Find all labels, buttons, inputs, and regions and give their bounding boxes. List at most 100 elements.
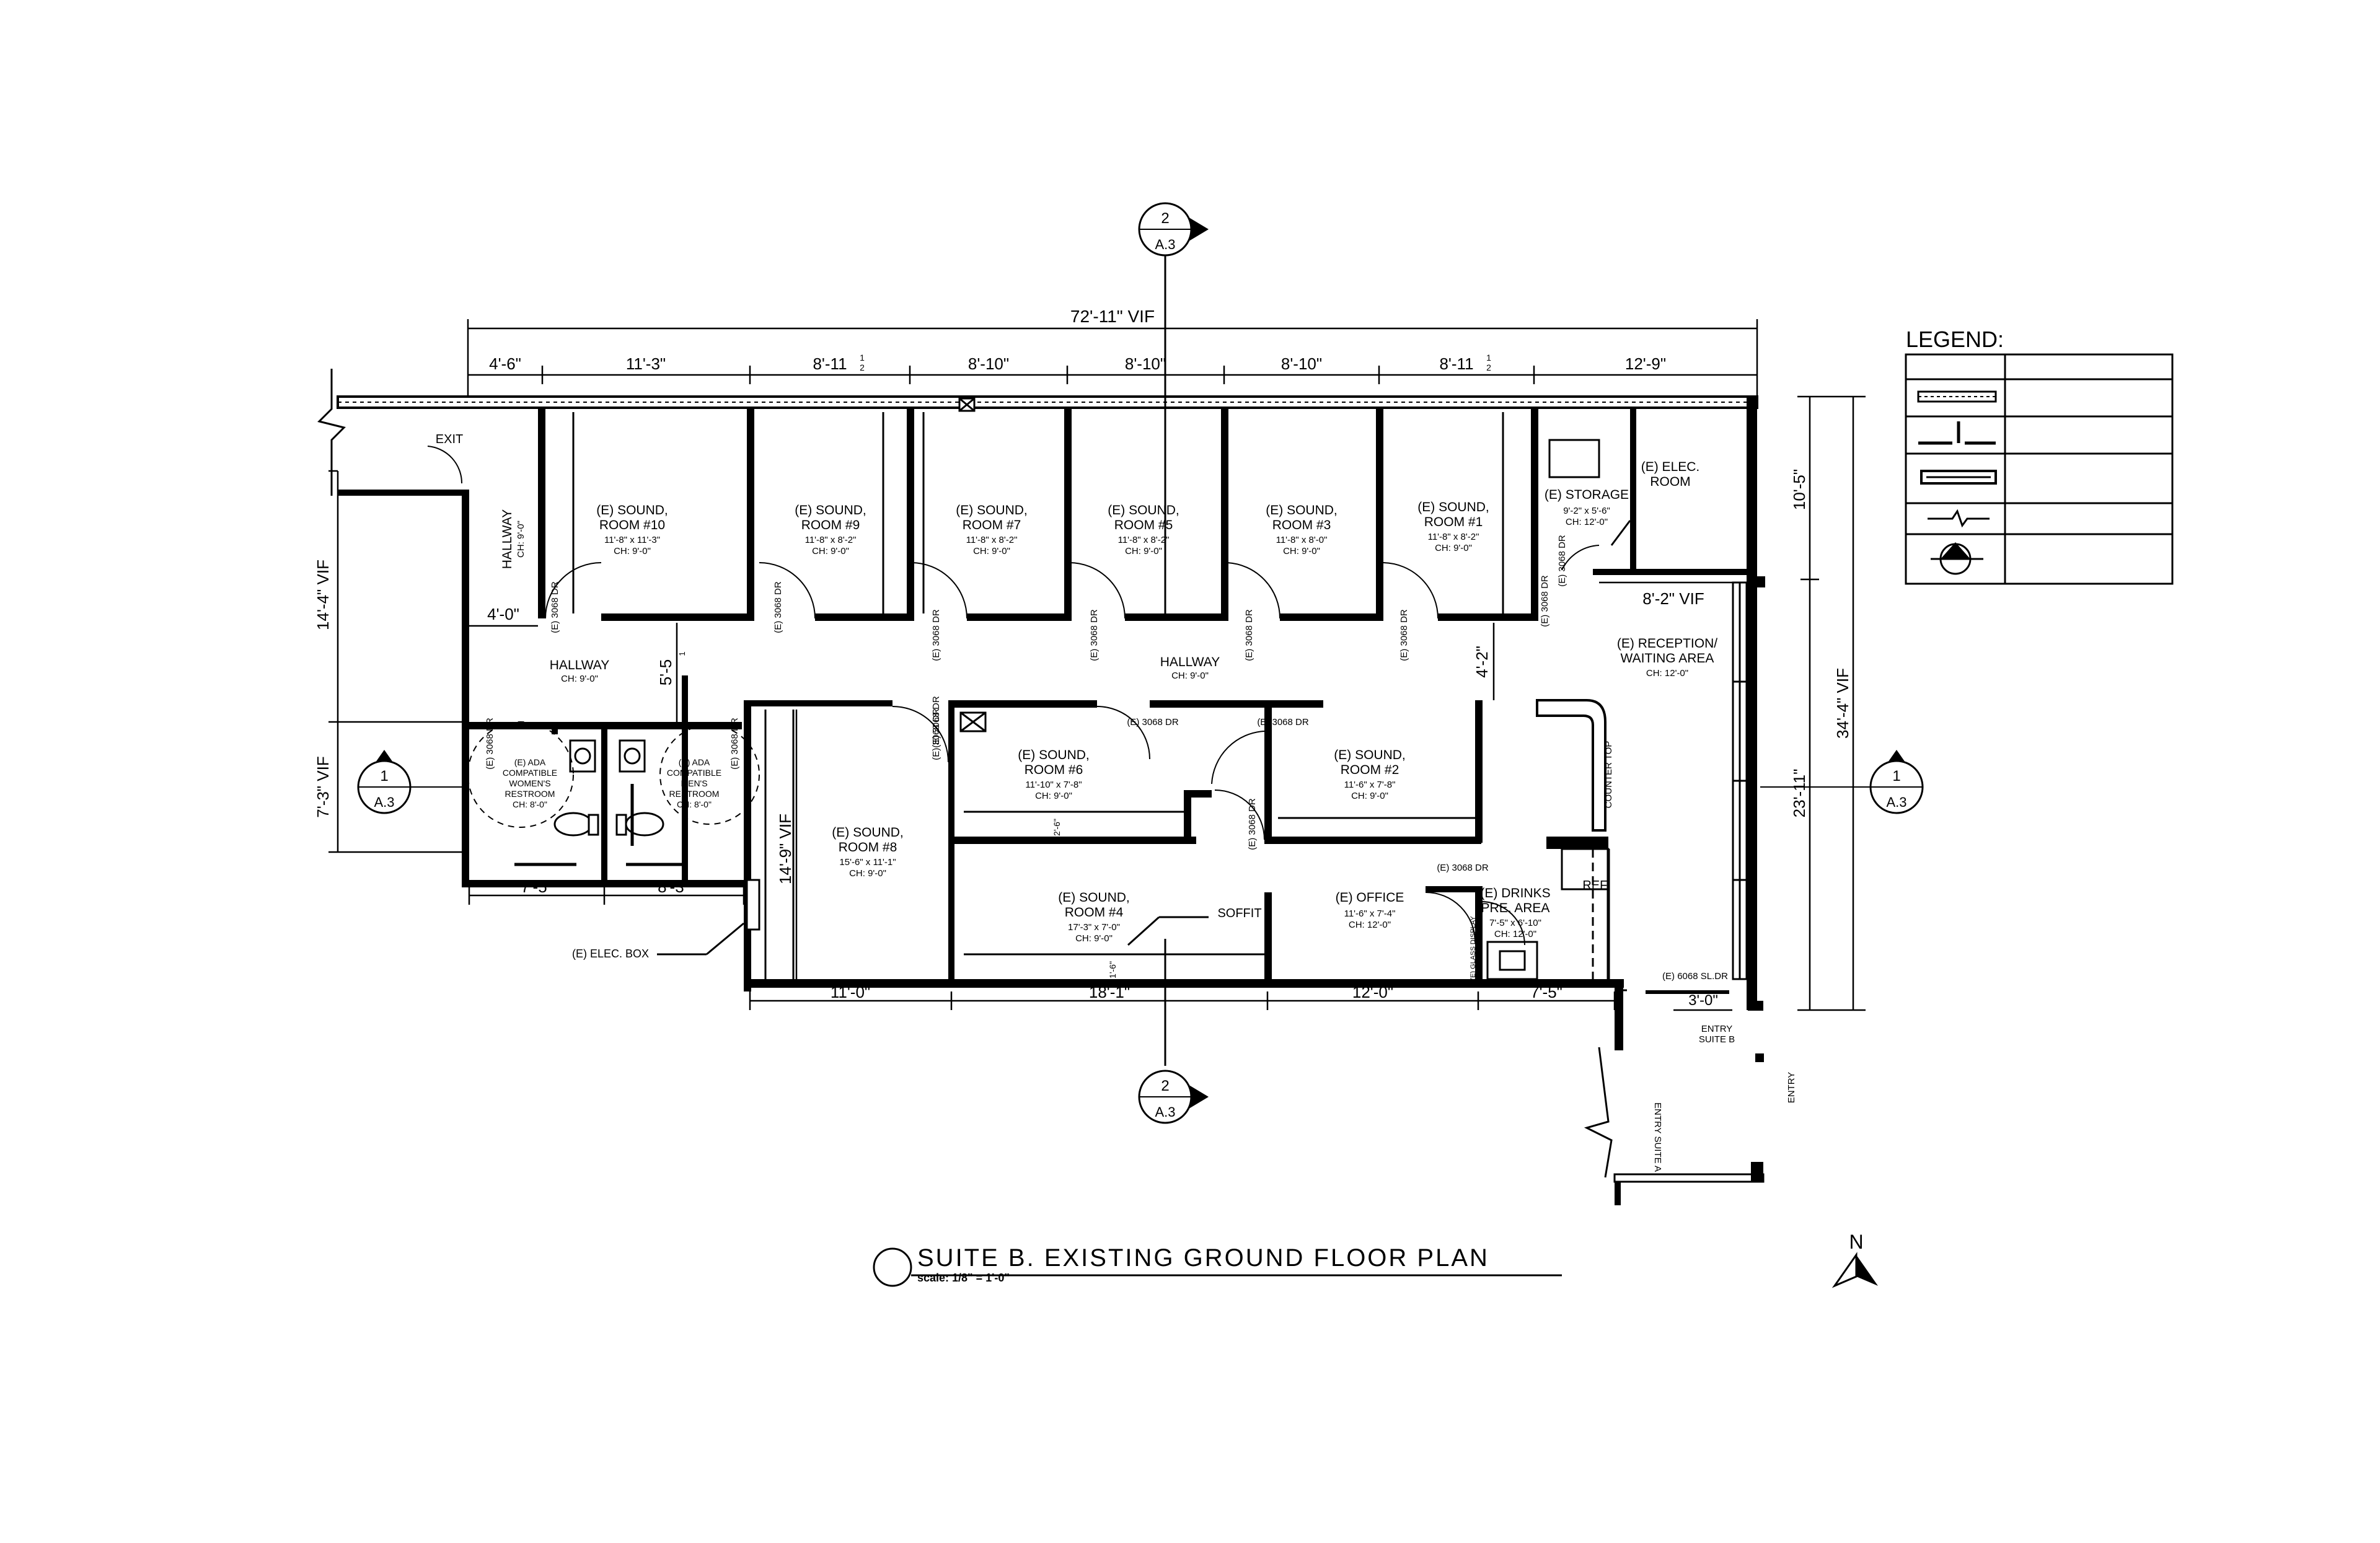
office-size: 11'-6" x 7'-4" — [1344, 908, 1396, 919]
door-tag-6: (E) 3068 DR — [1557, 535, 1567, 587]
room-7-ceiling-height: CH: 9'-0" — [973, 546, 1010, 556]
elec-room-number: ROOM — [1650, 475, 1690, 489]
title-block — [873, 1247, 1562, 1287]
room-5-name: (E) SOUND, — [1108, 503, 1179, 517]
room-2-size: 11'-6" x 7'-8" — [1344, 780, 1396, 790]
hallway-main-name: HALLWAY — [1160, 655, 1220, 669]
drinks-area-size: 7'-5" x 6'-10" — [1489, 918, 1541, 928]
dim-top-2-half-den: 2 — [860, 363, 865, 372]
room-9-number: ROOM #9 — [801, 518, 860, 532]
top-row-doors — [427, 446, 1600, 619]
room-2-ceiling-height: CH: 9'-0" — [1351, 791, 1388, 801]
wall-hatch-icon — [1917, 390, 1997, 403]
section-marker-right-sheet: A.3 — [1886, 794, 1906, 810]
door-tag-7: (E) 3068 DR — [1540, 575, 1550, 627]
section-marker-right — [1869, 750, 1924, 814]
hallway-left-name: HALLWAY — [550, 658, 609, 672]
room-5-number: ROOM #5 — [1114, 518, 1173, 532]
dim-room4-small: 1'-6" — [1108, 961, 1117, 978]
dim-hall-width: 4'-0" — [487, 605, 519, 623]
reception-ceiling-height: CH: 12'-0" — [1646, 668, 1688, 679]
exterior-walls — [337, 395, 1758, 1050]
hallway-vert-name: HALLWAY — [500, 509, 514, 569]
room-3-name: (E) SOUND, — [1266, 503, 1338, 517]
room-1-number: ROOM #1 — [1424, 515, 1483, 529]
section-marker-left-sheet: A.3 — [374, 794, 394, 810]
door-tag-1: (E) 3068 DR — [773, 581, 783, 633]
door-tag-3: (E) 3068 DR — [1089, 609, 1100, 661]
dim-top-2-half-num: 1 — [860, 353, 865, 363]
room-6-name: (E) SOUND, — [1018, 748, 1090, 762]
drinks-area-name: (E) DRINKS — [1480, 886, 1550, 900]
break-line-icon — [1928, 509, 1990, 528]
door-icon — [1918, 421, 1996, 445]
reception-number: WAITING AREA — [1621, 651, 1714, 666]
north-arrow — [1831, 1252, 1878, 1288]
section-marker-left — [357, 750, 412, 814]
dim-restroom-men: 8'-3" — [658, 877, 690, 896]
room-4-ceiling-height: CH: 9'-0" — [1075, 933, 1113, 944]
door-tag-2: (E) 3068 DR — [931, 609, 941, 661]
dim-top-6-half-num: 1 — [1486, 353, 1491, 363]
womens-restroom-l2: COMPATIBLE — [503, 768, 557, 778]
room-10-size: 11'-8" x 11'-3" — [604, 535, 660, 545]
entry-area — [1613, 989, 1765, 1205]
dim-right-lower: 23'-11" — [1790, 769, 1809, 818]
top-row-walls — [538, 397, 1748, 621]
section-marker-bottom-sheet: A.3 — [1155, 1104, 1175, 1120]
dim-bottom-1: 18'-1" — [1089, 983, 1130, 1001]
room-3-size: 11'-8" x 8'-0" — [1276, 535, 1328, 545]
legend-heading: LEGEND: — [1906, 327, 2004, 352]
drinks-area-number: PRE. AREA — [1481, 901, 1550, 915]
room-10-ceiling-height: CH: 9'-0" — [614, 546, 651, 556]
dim-room6-small: 2'-6" — [1052, 819, 1062, 836]
elec-box-label: (E) ELEC. BOX — [572, 947, 649, 960]
mens-restroom-l3: MEN'S — [681, 778, 707, 788]
ref-label: REF. — [1582, 879, 1609, 892]
storage-ceiling-height: CH: 12'-0" — [1566, 517, 1608, 527]
middle-block-walls — [744, 699, 1610, 985]
room-6-size: 11'-10" x 7'-8" — [1025, 780, 1082, 790]
counter-top-label: COUNTER TOP — [1603, 741, 1614, 809]
soffit-label: SOFFIT — [1217, 907, 1261, 920]
dim-entry-width: 3'-0" — [1688, 992, 1718, 1009]
office-ceiling-height: CH: 12'-0" — [1349, 920, 1391, 930]
womens-restroom-l4: RESTROOM — [505, 789, 555, 799]
door-tag-10: (E) 3068 DR — [729, 718, 740, 770]
dim-restroom-women: 7'-5" — [521, 877, 553, 896]
room-2-number: ROOM #2 — [1341, 763, 1399, 777]
section-marker-bottom — [1138, 1070, 1209, 1124]
glass-display-label: (E) GLASS DISPLAY — [1470, 916, 1477, 980]
section-marker-bottom-num: 2 — [1161, 1078, 1169, 1094]
womens-restroom-l1: (E) ADA — [514, 757, 546, 767]
north-label: N — [1849, 1231, 1863, 1253]
dim-bottom-0: 11'-0" — [831, 983, 870, 1001]
dim-reception: 4'-2" — [1473, 646, 1491, 678]
section-marker-right-num: 1 — [1892, 768, 1900, 785]
dim-top-4: 8'-10" — [1125, 354, 1166, 373]
room-1-name: (E) SOUND, — [1417, 500, 1489, 514]
dim-overall: 72'-11" VIF — [1070, 307, 1155, 326]
section-marker-icon — [1931, 542, 1983, 575]
storage-name: (E) STORAGE — [1545, 488, 1629, 502]
hallway-vert-ch: CH: 9'-0" — [516, 521, 526, 558]
elec-room-name: (E) ELEC. — [1641, 460, 1700, 474]
mens-restroom-l2: COMPATIBLE — [667, 768, 721, 778]
reception-name: (E) RECEPTION/ — [1617, 636, 1717, 651]
dim-hall-depth: 5'-5 — [656, 659, 675, 686]
door-tag-12: (E) 3068 DR — [1247, 798, 1258, 850]
door-tag-0: (E) 3068 DR — [550, 581, 560, 633]
room-8-name: (E) SOUND, — [832, 825, 904, 840]
legend — [1905, 353, 2174, 585]
room-7-number: ROOM #7 — [963, 518, 1021, 532]
drinks-area-ceiling-height: CH: 12'-0" — [1494, 929, 1536, 939]
dim-right-overall: 34'-4" VIF — [1833, 668, 1852, 739]
room-3-ceiling-height: CH: 9'-0" — [1283, 546, 1320, 556]
room-5-size: 11'-8" x 8'-2" — [1118, 535, 1170, 545]
room-1-size: 11'-8" x 8'-2" — [1428, 532, 1479, 542]
room-2-name: (E) SOUND, — [1334, 748, 1406, 762]
dim-left-lower: 7'-3" VIF — [314, 756, 332, 817]
room-5-ceiling-height: CH: 9'-0" — [1125, 546, 1162, 556]
